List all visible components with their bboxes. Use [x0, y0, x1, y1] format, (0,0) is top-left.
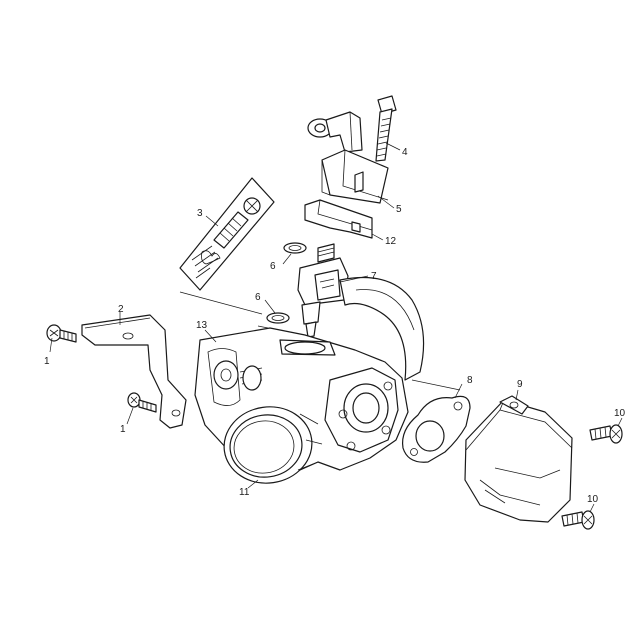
- part-3-adjuster-screw-assembly: [179, 177, 275, 291]
- part-10-screw-upper: [589, 424, 623, 444]
- callout-4: 4: [402, 147, 408, 158]
- callout-labels: 1 1 2 3 4 5 6 6 7 8 9 10 10 11 12 13: [44, 147, 626, 505]
- callout-10-lower: 10: [587, 494, 599, 505]
- part-6-o-ring-upper: [283, 242, 307, 254]
- part-4-bolt: [375, 95, 397, 162]
- part-10-screw-lower: [561, 510, 595, 530]
- part-9-valve-housing: [464, 395, 573, 523]
- callout-11: 11: [239, 487, 250, 498]
- callout-2: 2: [118, 304, 124, 315]
- part-8-gasket: [401, 395, 471, 463]
- callout-3: 3: [197, 208, 203, 219]
- part-5-clamp: [321, 149, 389, 204]
- leader-lines: [49, 142, 623, 513]
- part-1-screw-lower: [127, 392, 157, 413]
- callout-12: 12: [385, 236, 397, 247]
- callout-10-upper: 10: [614, 408, 626, 419]
- part-12-retainer-plate: [304, 199, 373, 239]
- throttle-body: [194, 276, 425, 484]
- callout-5: 5: [396, 204, 402, 215]
- callout-7: 7: [371, 271, 377, 282]
- callout-13: 13: [196, 320, 208, 331]
- callout-8: 8: [467, 375, 473, 386]
- part-7-injector: [297, 243, 349, 338]
- callout-1-lower: 1: [120, 424, 126, 435]
- part-1-screw-upper: [46, 324, 77, 343]
- part-2-bracket: [81, 314, 187, 429]
- callout-6-upper: 6: [270, 261, 276, 272]
- injector-cap-with-hose: [307, 111, 363, 153]
- callout-1-upper: 1: [44, 356, 50, 367]
- callout-9: 9: [517, 379, 523, 390]
- part-6-o-ring-lower: [266, 312, 290, 324]
- callout-6-lower: 6: [255, 292, 261, 303]
